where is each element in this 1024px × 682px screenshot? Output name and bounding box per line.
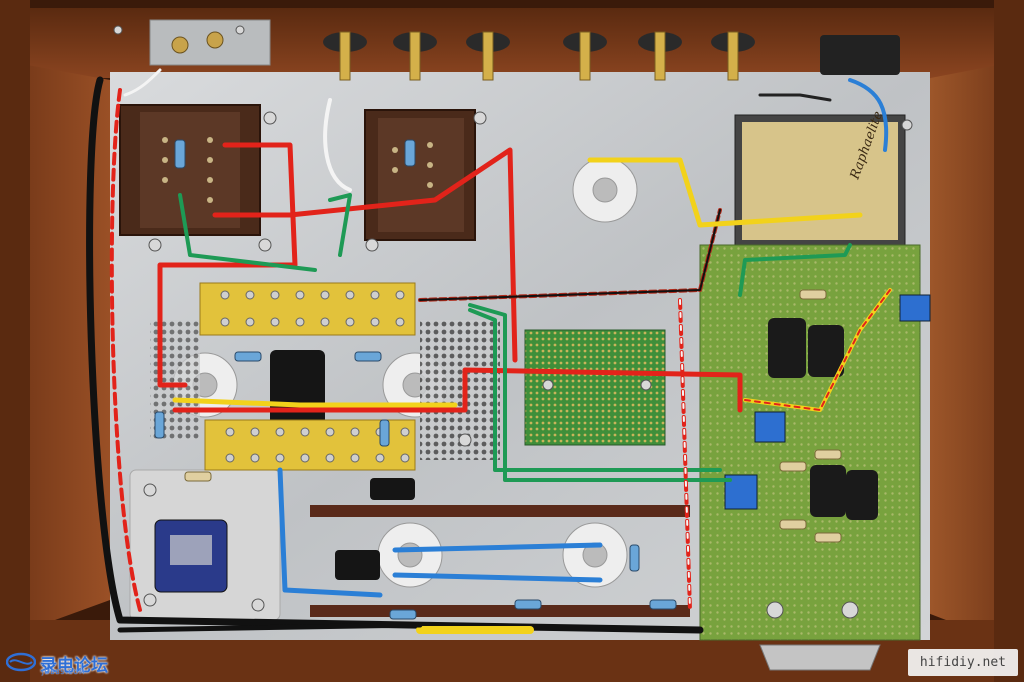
bottom-bracket xyxy=(759,644,881,671)
resistors xyxy=(154,139,677,620)
rca-jacks-row xyxy=(149,19,900,81)
forum-watermark-url: JDBBS.COM xyxy=(42,669,86,676)
forum-logo-icon xyxy=(6,652,36,672)
wiring xyxy=(86,68,892,634)
pcb-resistors xyxy=(184,289,842,543)
power-transformer: Raphaelite xyxy=(734,109,906,246)
forum-watermark: 录电论坛 JDBBS.COM xyxy=(6,650,128,676)
mounting-screws xyxy=(113,25,913,619)
power-supply-pcb xyxy=(699,244,921,641)
output-transformer-right xyxy=(364,109,476,241)
forum-watermark-text: 录电论坛 xyxy=(40,656,108,676)
site-watermark: hifidiy.net xyxy=(907,649,1018,676)
